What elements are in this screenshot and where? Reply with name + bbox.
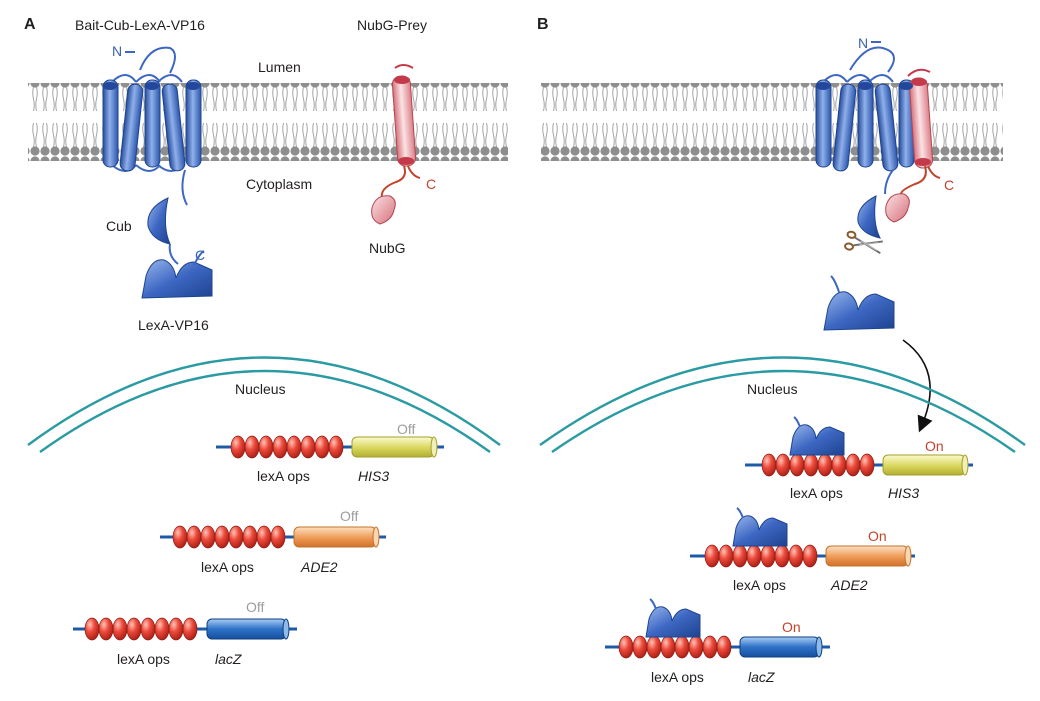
ade2-state-b: On — [868, 528, 887, 544]
nuclear-envelope-a — [27, 356, 501, 446]
his3-ops-label-b: lexA ops — [790, 485, 843, 501]
his3-gene-b — [882, 454, 966, 476]
curved-arrow-icon — [902, 339, 933, 433]
lexa-vp16-domain — [141, 259, 213, 299]
bait-label: Bait-Cub-LexA-VP16 — [75, 17, 205, 33]
lexa-operators — [84, 617, 198, 641]
lacz-state-a: Off — [246, 599, 265, 615]
his3-gene-label-b: HIS3 — [888, 485, 919, 501]
lexa-operators — [230, 435, 344, 459]
cub-domain-b — [857, 195, 881, 239]
panel-a-label: A — [24, 16, 36, 33]
ade2-gene — [293, 526, 377, 548]
bound-activator — [732, 515, 788, 547]
cub-label: Cub — [106, 218, 132, 234]
reporter-lacz-b: On lexA ops lacZ — [605, 598, 830, 685]
lacz-state-b: On — [782, 619, 801, 635]
ade2-state-a: Off — [340, 508, 359, 524]
lexa-operators — [618, 635, 732, 659]
lacz-gene-label-a: lacZ — [215, 651, 242, 667]
lacz-gene — [206, 618, 287, 640]
nubg-label: NubG — [369, 240, 406, 256]
panel-a: Bait-Cub-LexA-VP16 NubG-Prey Lumen Cytop… — [27, 17, 508, 667]
bound-activator — [645, 606, 701, 638]
his3-ops-label-a: lexA ops — [257, 468, 310, 484]
released-lexa-vp16 — [823, 291, 895, 331]
ade2-ops-label-b: lexA ops — [733, 577, 786, 593]
nubg-domain-b — [885, 193, 910, 223]
prey-label: NubG-Prey — [357, 17, 427, 33]
nubg-domain — [371, 195, 396, 225]
lexa-operators — [704, 544, 818, 568]
lacz-gene-b — [739, 636, 820, 658]
reporter-ade2-b: On lexA ops ADE2 — [690, 507, 915, 593]
panel-b: N C — [539, 35, 1026, 685]
bait-prey-complex-b: N C — [815, 35, 954, 239]
ade2-gene-label-b: ADE2 — [830, 577, 868, 593]
bait-n-terminus-b: N — [858, 35, 868, 51]
nuclear-envelope-b — [539, 356, 1026, 446]
his3-gene — [351, 436, 435, 458]
bait-c-terminus: C — [195, 247, 205, 263]
lumen-label: Lumen — [258, 59, 301, 75]
reporter-lacz-a: Off lexA ops lacZ — [73, 599, 297, 667]
membrane-b — [541, 83, 1003, 161]
his3-state-b: On — [925, 438, 944, 454]
nucleus-label-b: Nucleus — [747, 381, 798, 397]
membrane-a — [28, 83, 508, 161]
panel-b-label: B — [537, 16, 549, 33]
lacz-ops-label-a: lexA ops — [117, 651, 170, 667]
prey-c-terminus-b: C — [944, 177, 954, 193]
ade2-gene-label-a: ADE2 — [300, 559, 338, 575]
his3-gene-label-a: HIS3 — [358, 468, 389, 484]
lacz-gene-label-b: lacZ — [748, 669, 775, 685]
scissors-icon — [844, 230, 883, 255]
lexa-operators — [172, 525, 286, 549]
reporter-his3-b: On lexA ops HIS3 — [745, 416, 973, 501]
bound-activator — [789, 424, 845, 456]
prey-c-terminus: C — [426, 176, 436, 192]
ade2-ops-label-a: lexA ops — [201, 559, 254, 575]
lexa-operators — [761, 453, 875, 477]
bait-n-terminus: N — [112, 43, 122, 59]
prey-protein-a: C NubG — [369, 64, 436, 256]
cytoplasm-label: Cytoplasm — [246, 176, 312, 192]
lexa-vp16-label: LexA-VP16 — [138, 317, 209, 333]
his3-state-a: Off — [397, 421, 416, 437]
ade2-gene-b — [825, 545, 909, 567]
cub-domain — [147, 197, 171, 245]
bait-protein-a: N C Cub LexA-VP16 — [102, 43, 213, 333]
reporter-ade2-a: Off lexA ops ADE2 — [160, 508, 386, 575]
lacz-ops-label-b: lexA ops — [651, 669, 704, 685]
reporter-his3-a: Off lexA ops HIS3 — [216, 421, 444, 484]
nucleus-label-a: Nucleus — [235, 381, 286, 397]
